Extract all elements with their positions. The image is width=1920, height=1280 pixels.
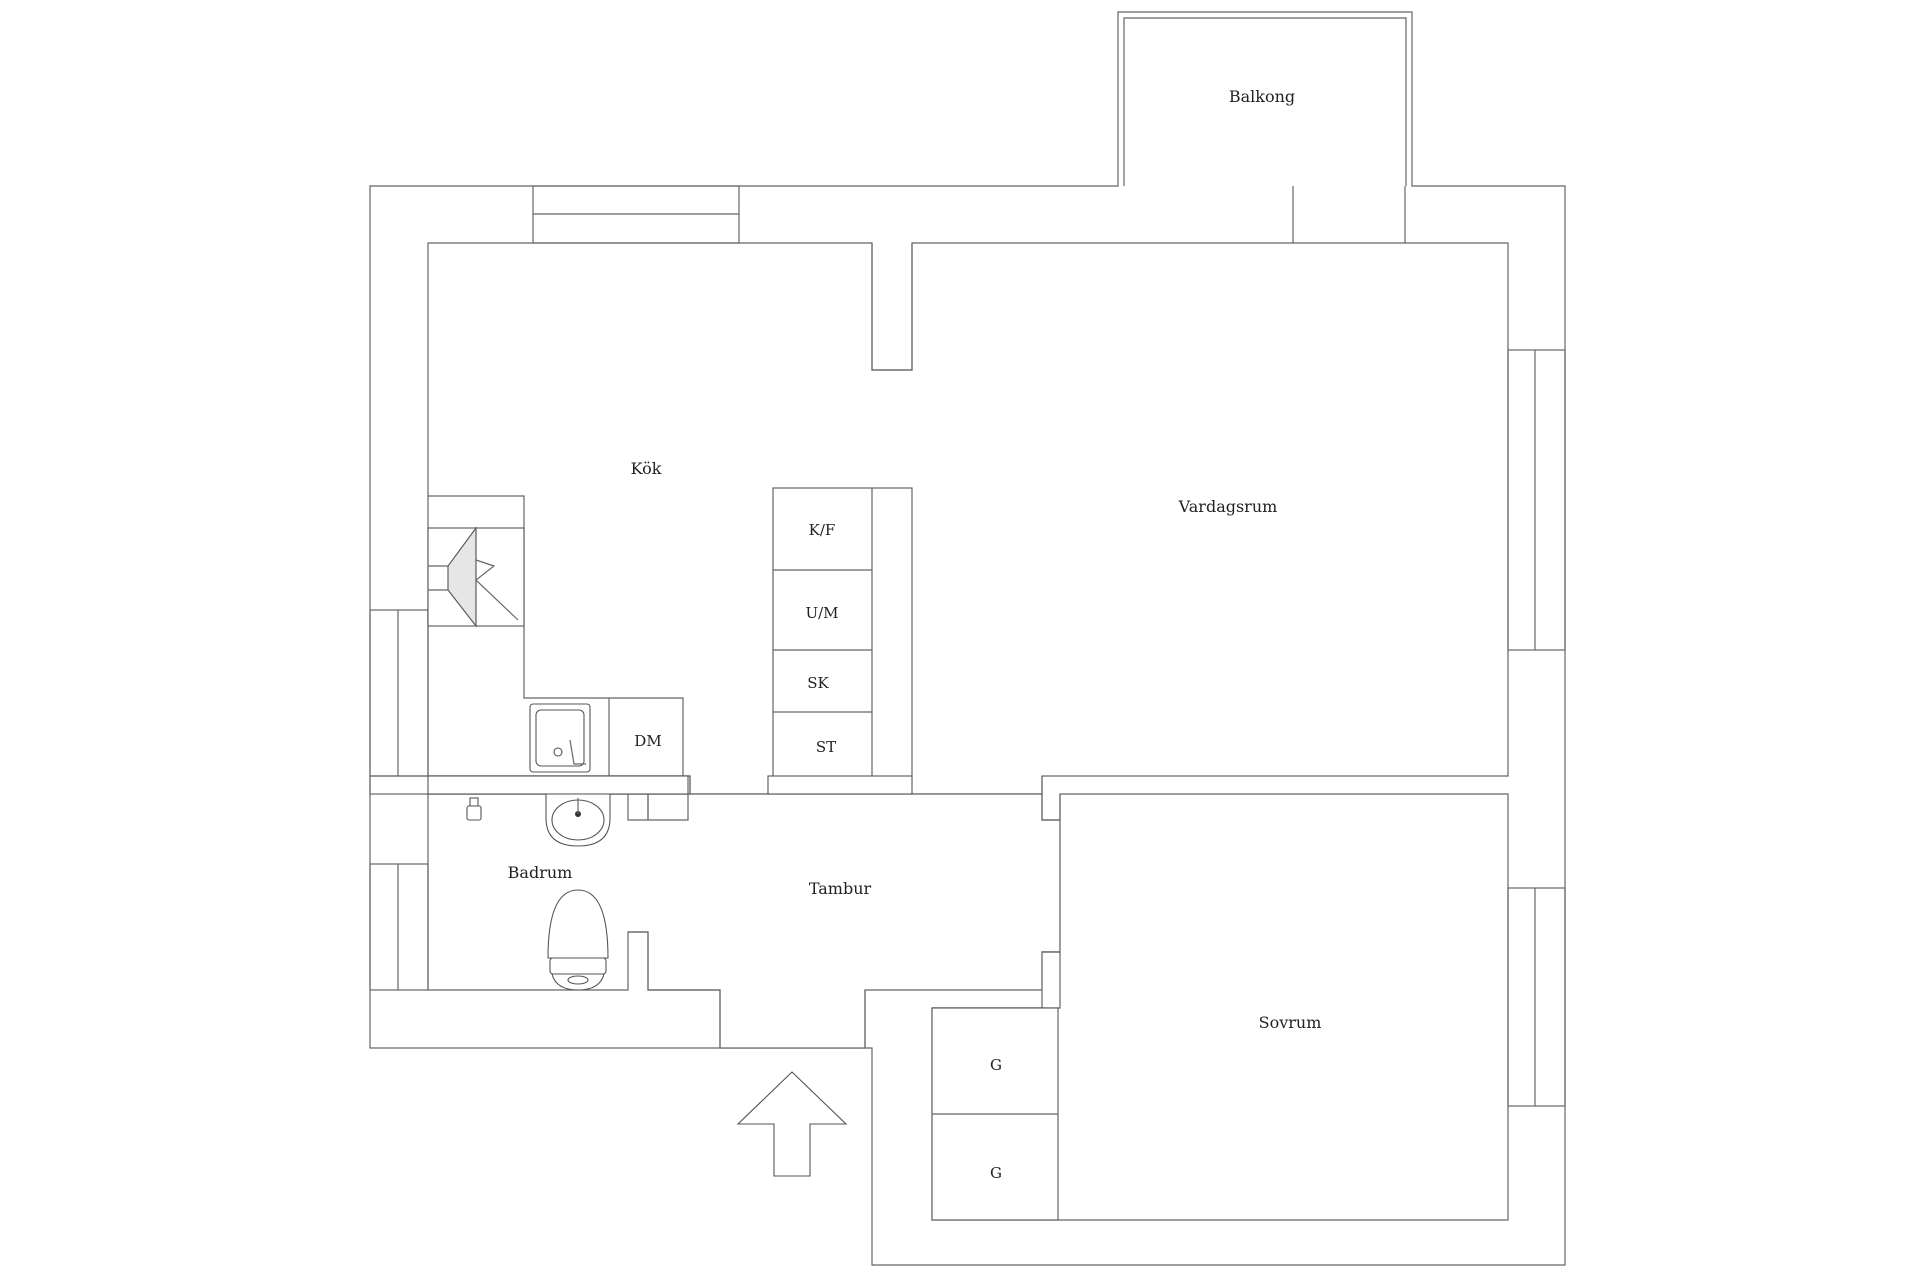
room-label-balkong: Balkong — [1229, 87, 1295, 106]
room-label-badrum: Badrum — [508, 863, 573, 882]
bath-partition — [628, 931, 721, 1048]
appliance-label-kf: K/F — [809, 521, 836, 539]
walls — [369, 11, 1566, 1266]
appliance-label-dm: DM — [634, 732, 661, 750]
window-right-living — [1507, 349, 1566, 651]
balcony-rail — [1123, 17, 1407, 186]
washbasin-icon — [545, 793, 611, 847]
wardrobe-label-2: G — [990, 1164, 1002, 1182]
toilet-icon — [547, 889, 609, 991]
appliance-label-st: ST — [816, 738, 836, 756]
window-left-bath — [369, 863, 429, 991]
countertop-edge — [427, 775, 689, 795]
cabinet-column — [772, 487, 913, 779]
kitchen-counter — [427, 495, 689, 795]
room-label-tambur: Tambur — [809, 879, 872, 898]
room-label-vardagsrum: Vardagsrum — [1178, 497, 1278, 516]
wardrobe-label-1: G — [990, 1056, 1002, 1074]
arrow-up-icon — [736, 1071, 848, 1177]
appliance-label-sk: SK — [807, 674, 829, 692]
balcony-door-jamb — [1292, 186, 1406, 243]
window-right-bedroom — [1507, 887, 1566, 1107]
shower-icon — [466, 797, 482, 821]
kitchen-cabinets — [767, 487, 913, 795]
kitchen-partition-top — [871, 243, 913, 371]
room-label-kok: Kök — [631, 459, 662, 478]
living-bedroom-wall — [1041, 776, 1061, 821]
wardrobes — [931, 1007, 1059, 1221]
room-label-sovrum: Sovrum — [1259, 1013, 1322, 1032]
kitchen-sink-icon — [529, 703, 591, 773]
range-hood-icon — [427, 526, 525, 628]
appliance-label-um: U/M — [805, 604, 838, 622]
